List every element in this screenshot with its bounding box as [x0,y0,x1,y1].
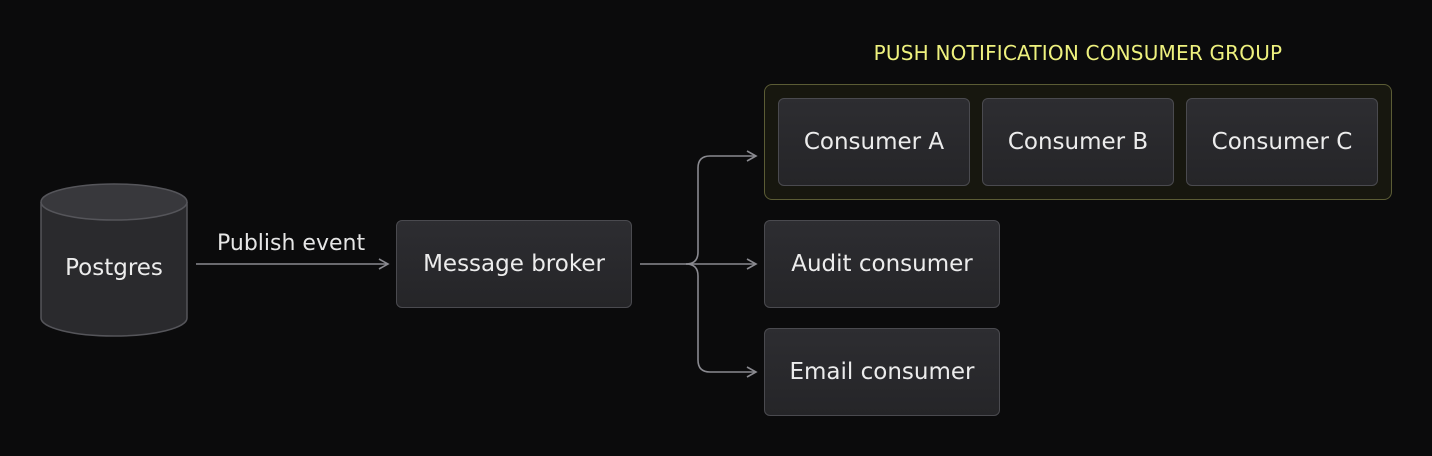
message-broker-node: Message broker [396,220,632,308]
database-label: Postgres [65,255,163,281]
consumer-a-node: Consumer A [778,98,970,186]
consumer-b-node: Consumer B [982,98,1174,186]
audit-consumer-node: Audit consumer [764,220,1000,308]
email-consumer-node: Email consumer [764,328,1000,416]
arrow-to-group [685,150,758,265]
database-cylinder-icon [40,183,188,337]
consumer-c-node: Consumer C [1186,98,1378,186]
arrow-to-email [685,263,758,378]
consumer-group-title: PUSH NOTIFICATION CONSUMER GROUP [873,41,1283,65]
publish-event-label: Publish event [217,231,366,256]
